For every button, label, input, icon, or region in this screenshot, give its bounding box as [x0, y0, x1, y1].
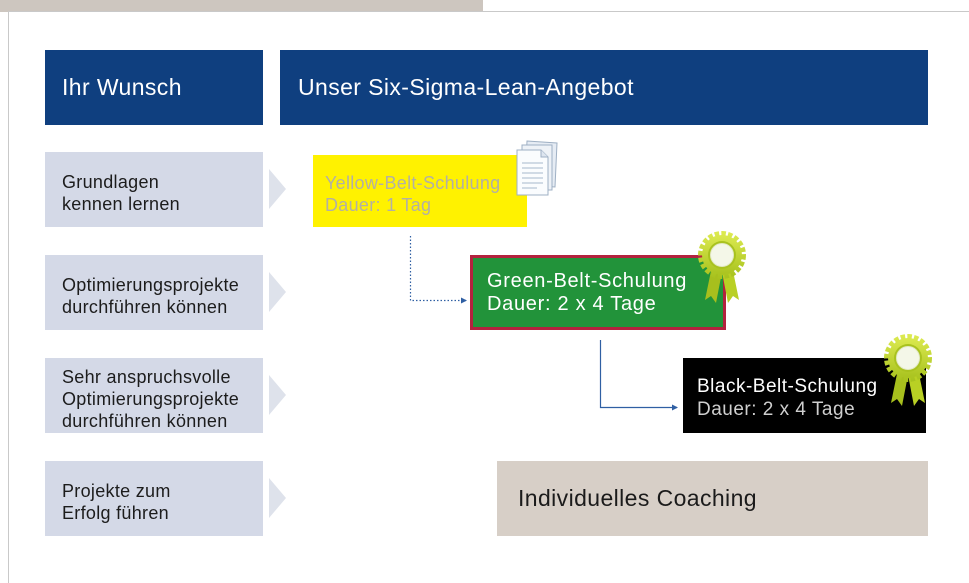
header-wish-label: Ihr Wunsch — [62, 74, 182, 100]
coaching-title: Individuelles Coaching — [518, 485, 757, 511]
yellow-belt-title: Yellow-Belt-Schulung — [325, 173, 501, 193]
header-offer: Unser Six-Sigma-Lean-Angebot — [280, 50, 928, 125]
wish-line: Optimierungsprojekte — [62, 388, 240, 409]
black-belt-title: Black-Belt-Schulung — [697, 375, 878, 397]
wish-line: durchführen können — [62, 410, 228, 431]
wish-line: Sehr anspruchsvolle — [62, 366, 231, 387]
green-belt-duration: Dauer: 2 x 4 Tage — [487, 292, 657, 315]
rosette-icon — [881, 333, 935, 407]
wish-line: Projekte zum — [62, 480, 171, 501]
wish-row-success: Projekte zum Erfolg führen — [45, 461, 263, 536]
rosette-icon — [695, 230, 749, 304]
green-belt-box: Green-Belt-Schulung Dauer: 2 x 4 Tage — [470, 255, 726, 330]
header-wish: Ihr Wunsch — [45, 50, 263, 125]
wish-row-basics: Grundlagen kennen lernen — [45, 152, 263, 227]
content-frame — [8, 11, 969, 583]
wish-line: durchführen können — [62, 296, 228, 317]
section-tab — [0, 0, 483, 12]
wish-line: Grundlagen — [62, 171, 160, 192]
black-belt-duration: Dauer: 2 x 4 Tage — [697, 398, 856, 420]
black-belt-box: Black-Belt-Schulung Dauer: 2 x 4 Tage — [683, 358, 926, 433]
wish-row-demanding-projects: Sehr anspruchsvolle Optimierungsprojekte… — [45, 358, 263, 433]
yellow-belt-box: Yellow-Belt-Schulung Dauer: 1 Tag — [313, 155, 527, 227]
wish-line: Optimierungsprojekte — [62, 274, 240, 295]
header-offer-label: Unser Six-Sigma-Lean-Angebot — [298, 74, 634, 100]
green-belt-title: Green-Belt-Schulung — [487, 269, 688, 292]
wish-row-projects: Optimierungsprojekte durchführen können — [45, 255, 263, 330]
wish-line: kennen lernen — [62, 193, 180, 214]
wish-line: Erfolg führen — [62, 502, 169, 523]
yellow-belt-duration: Dauer: 1 Tag — [325, 195, 432, 215]
document-icon — [516, 140, 558, 196]
coaching-box: Individuelles Coaching — [497, 461, 928, 536]
